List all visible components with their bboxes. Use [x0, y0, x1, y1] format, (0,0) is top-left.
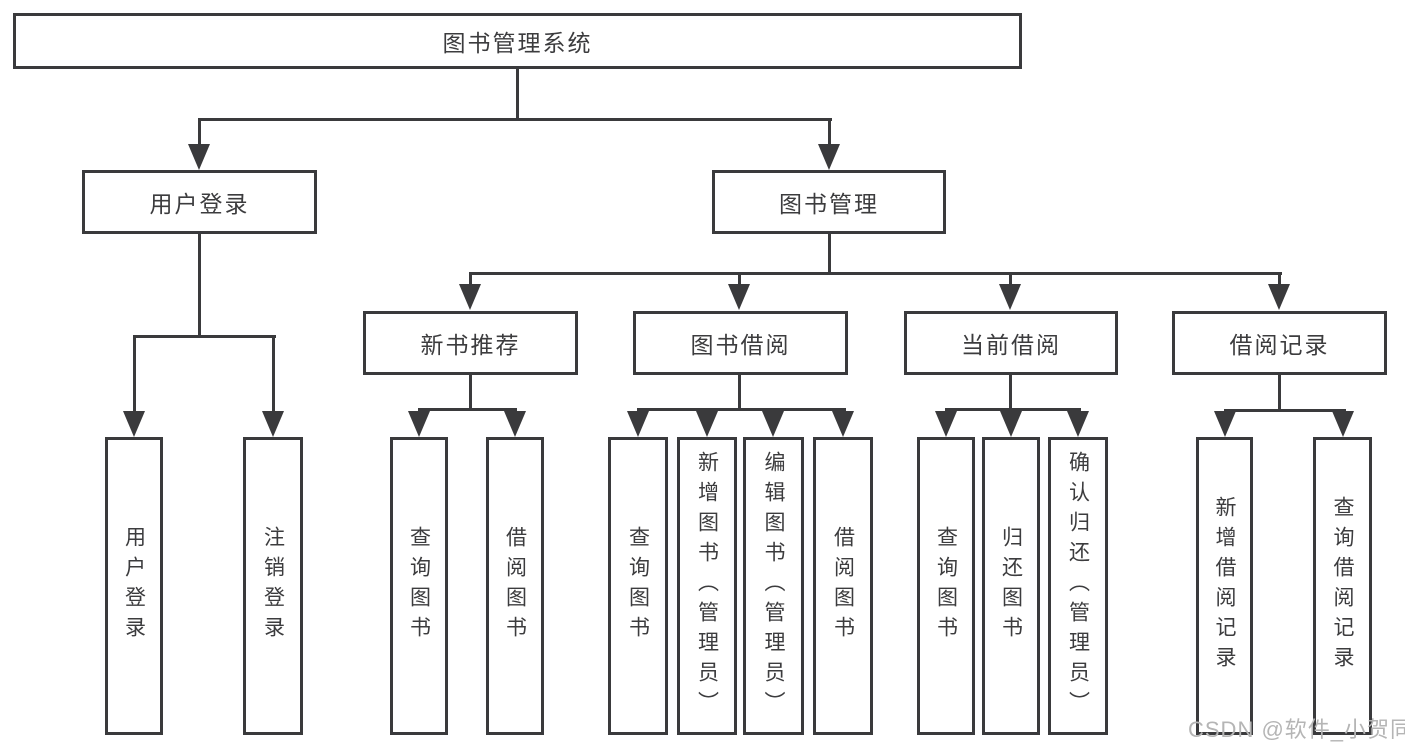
connector [945, 408, 1081, 411]
node-user-login: 用户登录 [82, 170, 317, 234]
connector [828, 118, 831, 148]
connector [738, 272, 741, 288]
arrow-down-icon [728, 284, 750, 310]
leaf-add-book-admin: 新增图书（管理员） [677, 437, 737, 735]
arrow-down-icon [1214, 411, 1236, 437]
node-book-management: 图书管理 [712, 170, 946, 234]
arrow-down-icon [1332, 411, 1354, 437]
leaf-logout: 注销登录 [243, 437, 303, 735]
arrow-down-icon [408, 411, 430, 437]
connector [198, 118, 201, 148]
arrow-down-icon [459, 284, 481, 310]
leaf-query-books-current: 查询图书 [917, 437, 975, 735]
arrow-down-icon [123, 411, 145, 437]
connector-root-stub [516, 69, 519, 121]
connector [1278, 272, 1281, 288]
connector [828, 234, 831, 275]
node-label: 查询图书 [934, 526, 958, 646]
connector [418, 408, 517, 411]
node-label: 查询图书 [407, 526, 431, 646]
arrow-down-icon [1000, 411, 1022, 437]
node-label: 借阅图书 [831, 526, 855, 646]
leaf-return-books: 归还图书 [982, 437, 1040, 735]
arrow-down-icon [818, 144, 840, 170]
node-label: 借阅记录 [1229, 332, 1330, 358]
leaf-add-borrow-record: 新增借阅记录 [1196, 437, 1253, 735]
arrow-down-icon [188, 144, 210, 170]
node-label: 新书推荐 [420, 332, 521, 358]
node-current-borrowing: 当前借阅 [904, 311, 1118, 375]
leaf-edit-book-admin: 编辑图书（管理员） [743, 437, 804, 735]
node-borrow-records: 借阅记录 [1172, 311, 1387, 375]
node-label: 查询借阅记录 [1331, 496, 1354, 676]
node-book-borrowing: 图书借阅 [633, 311, 848, 375]
csdn-watermark: CSDN @软件_小贺同学 [1188, 717, 1405, 742]
arrow-down-icon [832, 411, 854, 437]
node-label: 确认归还（管理员） [1066, 451, 1090, 721]
leaf-query-borrow-record: 查询借阅记录 [1313, 437, 1372, 735]
connector [133, 335, 276, 338]
node-label: 归还图书 [999, 526, 1023, 646]
arrow-down-icon [1067, 411, 1089, 437]
node-label: 图书借阅 [690, 332, 791, 358]
node-label: 编辑图书（管理员） [762, 451, 785, 721]
leaf-borrow-books-borrowing: 借阅图书 [813, 437, 873, 735]
leaf-confirm-return-admin: 确认归还（管理员） [1048, 437, 1108, 735]
connector [637, 408, 846, 411]
connector [1009, 375, 1012, 411]
leaf-query-books-recommend: 查询图书 [390, 437, 448, 735]
connector [1009, 272, 1012, 288]
node-new-book-recommend: 新书推荐 [363, 311, 578, 375]
connector [1224, 409, 1346, 412]
node-label: 借阅图书 [503, 526, 527, 646]
connector [1278, 375, 1281, 411]
arrow-down-icon [696, 411, 718, 437]
connector [272, 335, 275, 414]
arrow-down-icon [999, 284, 1021, 310]
arrow-down-icon [627, 411, 649, 437]
connector [469, 375, 472, 411]
connector [469, 272, 472, 288]
node-label: 当前借阅 [961, 332, 1061, 358]
leaf-user-login: 用户登录 [105, 437, 163, 735]
connector-root-hline [198, 118, 832, 121]
node-label: 注销登录 [261, 526, 285, 646]
arrow-down-icon [935, 411, 957, 437]
node-label: 新增借阅记录 [1213, 496, 1236, 676]
node-label: 新增图书（管理员） [695, 451, 719, 721]
node-label: 用户登录 [122, 526, 146, 646]
node-label: 图书管理 [779, 191, 879, 217]
connector [198, 234, 201, 338]
arrow-down-icon [504, 411, 526, 437]
connector [738, 375, 741, 411]
node-label: 图书管理系统 [442, 30, 593, 56]
arrow-down-icon [762, 411, 784, 437]
node-label: 查询图书 [626, 526, 650, 646]
arrow-down-icon [1268, 284, 1290, 310]
leaf-borrow-books-recommend: 借阅图书 [486, 437, 544, 735]
leaf-query-books-borrowing: 查询图书 [608, 437, 668, 735]
node-library-system: 图书管理系统 [13, 13, 1022, 69]
arrow-down-icon [262, 411, 284, 437]
connector [469, 272, 1282, 275]
connector [133, 335, 136, 414]
node-label: 用户登录 [149, 191, 250, 217]
